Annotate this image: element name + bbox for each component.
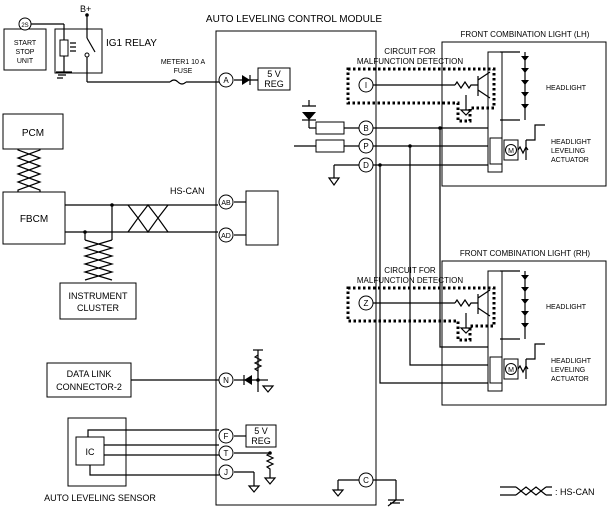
fuse-label-2: FUSE	[174, 68, 193, 75]
hs-can-label: HS-CAN	[170, 186, 205, 196]
reg-5v-top-line1: 5 V	[267, 69, 281, 79]
malfunction-lh-label-2: MALFUNCTION DETECTION	[357, 57, 463, 66]
terminal-a-label: A	[223, 76, 229, 85]
terminal-z: Z	[358, 295, 374, 311]
instrument-cluster-box: INSTRUMENT CLUSTER	[59, 282, 137, 320]
terminal-j: J	[218, 464, 234, 480]
terminal-f-label: F	[224, 432, 229, 441]
start-stop-connector-code: 2S	[21, 23, 28, 29]
actuator-lh-label-3: ACTUATOR	[551, 157, 589, 164]
terminal-t: T	[218, 445, 234, 461]
terminal-ab: AB	[218, 194, 234, 210]
module-title: AUTO LEVELING CONTROL MODULE	[206, 14, 382, 25]
pcm-label: PCM	[22, 128, 44, 139]
start-stop-label-2: STOP	[16, 49, 35, 56]
terminal-b-label: B	[363, 124, 368, 133]
terminal-a: A	[218, 72, 234, 88]
can-interface-block	[245, 190, 279, 246]
headlight-led-rh	[521, 271, 529, 339]
malfunction-detection-area-rh	[346, 286, 496, 342]
ic-label: IC	[86, 447, 96, 457]
actuator-lh-label-1: HEADLIGHT	[551, 139, 592, 146]
ig1-relay	[31, 23, 103, 82]
motor-lh-label: M	[508, 148, 514, 155]
pcm-box: PCM	[2, 113, 64, 150]
terminal-b: B	[358, 120, 374, 136]
instrument-label-1: INSTRUMENT	[69, 291, 128, 301]
headlight-rh-label: HEADLIGHT	[546, 304, 587, 311]
dlc-label-1: DATA LINK	[67, 369, 112, 379]
diode-a	[242, 75, 250, 85]
auto-leveling-control-module	[215, 30, 377, 506]
malfunction-lh-label-1: CIRCUIT FOR	[384, 47, 436, 56]
terminal-ad-label: AD	[221, 233, 231, 240]
ig1-relay-label: IG1 RELAY	[106, 38, 157, 49]
actuator-rh-label-2: LEVELING	[551, 367, 585, 374]
terminal-ab-label: AB	[221, 200, 231, 207]
legend-hs-can-label: : HS-CAN	[555, 487, 595, 497]
fuse-symbol	[169, 79, 187, 85]
fuse-label-1: METER1 10 A	[161, 59, 206, 66]
terminal-d-label: D	[363, 161, 369, 170]
terminal-c-label: C	[363, 476, 369, 485]
reg-5v-bottom: 5 V REG	[245, 424, 277, 448]
actuator-rh-label-1: HEADLIGHT	[551, 358, 592, 365]
instrument-label-2: CLUSTER	[77, 303, 120, 313]
hs-can-legend: : HS-CAN	[500, 486, 595, 497]
terminal-c: C	[358, 472, 374, 488]
bplus-label: B+	[80, 4, 91, 14]
auto-leveling-sensor-label: AUTO LEVELING SENSOR	[44, 493, 156, 503]
malfunction-rh-label-1: CIRCUIT FOR	[384, 266, 436, 275]
terminal-f: F	[218, 428, 234, 444]
malfunction-rh-label-2: MALFUNCTION DETECTION	[357, 276, 463, 285]
motor-rh-label: M	[508, 367, 514, 374]
start-stop-label-1: START	[14, 40, 37, 47]
actuator-lh-label-2: LEVELING	[551, 148, 585, 155]
terminal-ad: AD	[218, 227, 234, 243]
instrument-can-twist	[82, 239, 115, 281]
fbcm-label: FBCM	[20, 214, 48, 225]
reg-5v-top-line2: REG	[264, 79, 284, 89]
hs-can-twist	[127, 204, 169, 234]
fbcm-box: FBCM	[2, 191, 66, 245]
front-lh-title: FRONT COMBINATION LIGHT (LH)	[461, 30, 590, 39]
terminal-p: P	[358, 138, 374, 154]
front-combination-light-lh	[441, 41, 607, 187]
front-combination-light-rh	[441, 260, 607, 406]
reg-5v-bottom-line2: REG	[251, 436, 271, 446]
terminal-p-label: P	[363, 142, 368, 151]
auto-leveling-sensor: IC	[67, 417, 127, 487]
pcm-fbcm-can-twist	[16, 149, 42, 192]
terminal-j-label: J	[224, 468, 228, 477]
actuator-rh-label-3: ACTUATOR	[551, 376, 589, 383]
data-link-connector-box: DATA LINK CONNECTOR-2	[46, 362, 132, 398]
terminal-n: N	[218, 372, 234, 388]
terminal-i: I	[358, 77, 374, 93]
malfunction-detection-area-lh	[346, 67, 496, 123]
start-stop-unit: 2S START STOP UNIT	[3, 17, 47, 71]
headlight-lh-label: HEADLIGHT	[546, 85, 587, 92]
terminal-n-label: N	[223, 376, 229, 385]
terminal-z-label: Z	[364, 299, 369, 308]
reg-5v-bottom-line1: 5 V	[254, 426, 268, 436]
terminal-d: D	[358, 157, 374, 173]
reg-5v-top: 5 V REG	[257, 67, 291, 91]
dlc-label-2: CONNECTOR-2	[56, 382, 122, 392]
headlight-led-lh	[521, 52, 529, 120]
start-stop-label-3: UNIT	[17, 58, 34, 65]
terminal-t-label: T	[224, 449, 229, 458]
front-rh-title: FRONT COMBINATION LIGHT (RH)	[460, 249, 591, 258]
terminal-i-label: I	[365, 81, 367, 90]
